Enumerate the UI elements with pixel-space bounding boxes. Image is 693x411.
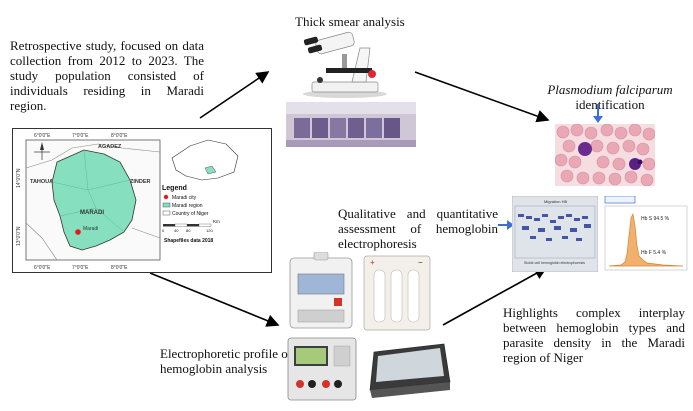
region-label-tahoua: TAHOUA — [30, 179, 53, 185]
north-arrow-icon — [34, 142, 50, 160]
tray-icon: + − — [363, 255, 431, 331]
arrow-study-to-electrophoresis — [149, 272, 280, 327]
region-label-zinder: ZINDER — [130, 179, 151, 185]
maradi-map: 6°0'0"E 7°0'0"E 8°0'0"E 6°0'0"E 7°0'0"E … — [12, 128, 272, 278]
lon-tick: 7°0'0"E — [72, 133, 89, 139]
identification-word: identification — [575, 97, 645, 112]
legend-item: Maradi city — [172, 195, 197, 201]
scale-tick: 0 — [162, 228, 165, 233]
svg-text:−: − — [418, 258, 423, 267]
arrow-smear-to-identification — [414, 71, 550, 123]
legend-title: Legend — [162, 185, 187, 192]
arrow-study-to-smear — [199, 71, 270, 119]
power-supply — [286, 336, 358, 409]
legend-item: Country of Niger — [172, 211, 209, 217]
map-source: Shapefiles data 2018 — [164, 238, 213, 244]
arrow-electrophoresis-to-results — [442, 267, 548, 326]
right-arrow-icon — [498, 220, 514, 230]
retrospective-study-text: Retrospective study, focused on data col… — [10, 38, 204, 113]
lon-tick: 6°0'0"E — [34, 265, 51, 271]
lat-tick: 14°0'0"N — [16, 168, 22, 188]
microscope-image — [290, 30, 400, 105]
legend-item: Maradi region — [172, 203, 203, 209]
qualitative-assessment-text: Qualitative and quantitative assessment … — [338, 206, 498, 251]
highlights-text: Highlights complex interplay between hem… — [503, 305, 685, 365]
niger-inset-shape — [171, 139, 239, 181]
lon-tick: 8°0'0"E — [111, 133, 128, 139]
maradi-region-shape — [51, 149, 137, 251]
hb-f-label: Hb F 5.4 % — [641, 250, 667, 256]
maradi-city-dot — [75, 229, 81, 235]
plasmodium-species: Plasmodium falciparum — [547, 82, 673, 97]
density-curve — [608, 212, 684, 267]
gel-svg: Migration HB Sickle cell hemoglobin elec… — [511, 195, 599, 273]
scanner — [364, 334, 452, 405]
thick-smear-title: Thick smear analysis — [295, 14, 405, 29]
densitometry-chart: Hb S 94.5 % Hb F 5.4 % — [603, 195, 688, 277]
district-lines — [51, 149, 131, 233]
gel-electrophoresis-image: Migration HB Sickle cell hemoglobin elec… — [511, 195, 599, 277]
slide-row — [294, 118, 400, 138]
neighbor-boundaries — [25, 143, 161, 261]
infected-cell — [578, 142, 592, 156]
blood-smear-icon — [554, 123, 656, 187]
scale-tick: 40 — [174, 228, 179, 233]
blood-smear-image — [554, 123, 656, 191]
lon-tick: 6°0'0"E — [34, 133, 51, 139]
lat-tick: 13°0'0"N — [16, 226, 22, 246]
map-svg: 6°0'0"E 7°0'0"E 8°0'0"E 6°0'0"E 7°0'0"E … — [12, 128, 272, 273]
scale-tick: 120 — [206, 228, 213, 233]
smear-slides-icon — [286, 102, 416, 147]
electrophoresis-tank — [284, 251, 359, 339]
slides-photo — [286, 102, 416, 152]
plasmodium-label: Plasmodium falciparum identification — [530, 82, 690, 112]
legend-country-swatch — [162, 210, 171, 216]
down-arrow-icon — [593, 104, 603, 123]
gel-footer: Sickle cell hemoglobin electrophoresis — [524, 261, 585, 265]
scale-unit: Km — [213, 219, 220, 224]
maradi-city-label: Maradi — [83, 226, 98, 232]
scale-tick: 80 — [186, 228, 191, 233]
power-supply-icon — [287, 337, 357, 401]
region-label-maradi: MARADI — [80, 210, 104, 216]
lon-tick: 8°0'0"E — [111, 265, 128, 271]
region-label-agadez: AGADEZ — [98, 144, 122, 150]
densitometry-svg: Hb S 94.5 % Hb F 5.4 % — [604, 195, 688, 271]
electrophoretic-profile-text: Electrophoretic profile of hemoglobin an… — [160, 346, 293, 376]
gel-tray: + − — [362, 254, 432, 337]
microscope-icon — [303, 31, 387, 98]
inset-maradi-shape — [204, 165, 217, 175]
legend-region-swatch — [162, 202, 171, 208]
svg-text:+: + — [370, 258, 375, 267]
gel-title: Migration HB — [544, 199, 567, 204]
legend-city-dot — [163, 194, 169, 200]
tank-icon — [289, 251, 353, 329]
hb-s-label: Hb S 94.5 % — [641, 216, 670, 222]
scanner-icon — [369, 343, 451, 398]
lon-tick: 7°0'0"E — [72, 265, 89, 271]
